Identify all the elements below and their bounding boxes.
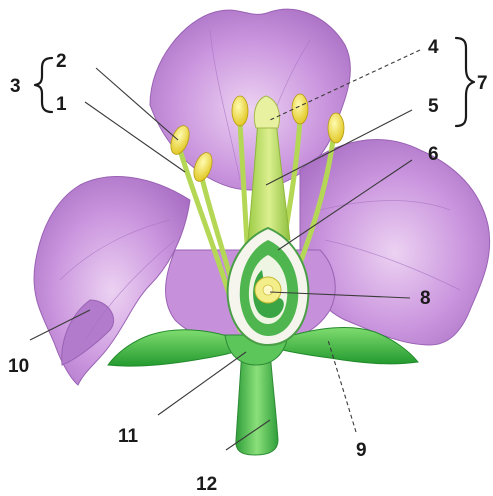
anther	[292, 94, 308, 124]
anther	[232, 96, 248, 126]
anther	[328, 113, 344, 143]
label-4: 4	[428, 37, 439, 58]
brace-left	[35, 58, 52, 112]
brace-right	[456, 38, 474, 126]
label-5: 5	[428, 96, 439, 117]
label-10: 10	[8, 356, 29, 377]
label-12: 12	[196, 474, 217, 495]
ovule-core	[263, 285, 273, 295]
label-7: 7	[477, 73, 488, 94]
label-6: 6	[428, 144, 439, 165]
label-8: 8	[420, 288, 431, 309]
label-11: 11	[118, 426, 139, 447]
label-3: 3	[10, 76, 21, 97]
label-9: 9	[356, 440, 367, 461]
label-2: 2	[56, 51, 67, 72]
label-1: 1	[56, 94, 67, 115]
